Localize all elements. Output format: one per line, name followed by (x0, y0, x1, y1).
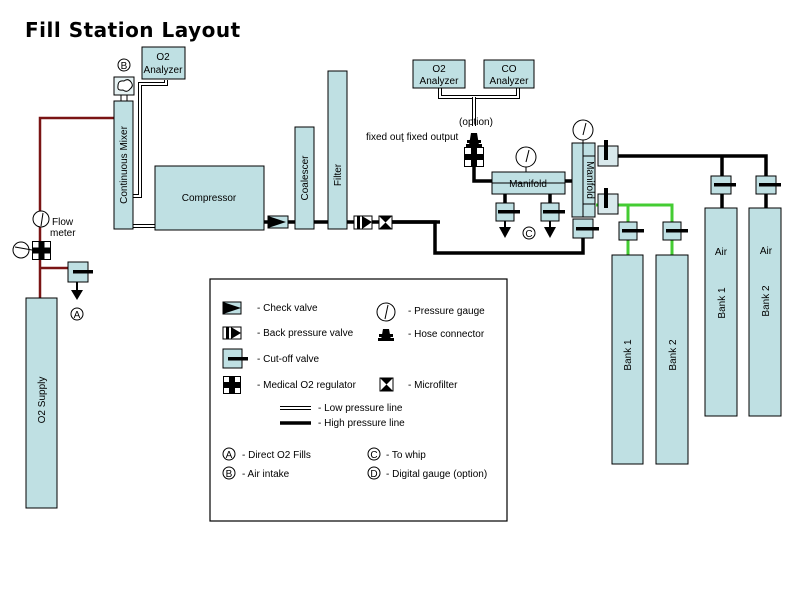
svg-text:- Pressure gauge: - Pressure gauge (408, 306, 485, 317)
diagram-title: Fill Station Layout (25, 18, 241, 42)
o2-analyzer-right: O2 Analyzer (412, 59, 466, 89)
nitrox-bank-1-valve (618, 221, 644, 241)
air-bank-2-valve (755, 175, 781, 195)
svg-text:D: D (370, 469, 377, 480)
svg-text:meter: meter (50, 228, 76, 239)
low-pressure-lines (133, 80, 520, 228)
microfilter (378, 215, 393, 230)
svg-text:CO: CO (502, 64, 517, 75)
manifold-inlet-valve (572, 218, 599, 239)
svg-text:Air: Air (760, 246, 773, 257)
fixed-output-label: fixed ouţ fixed output (366, 132, 459, 143)
svg-text:O2: O2 (432, 64, 446, 75)
compressor: Compressor (154, 165, 265, 231)
svg-text:O2 Supply: O2 Supply (37, 377, 48, 424)
manifold-horizontal: Manifold (491, 146, 566, 195)
svg-text:Air: Air (715, 247, 728, 258)
svg-text:- Microfilter: - Microfilter (408, 380, 458, 391)
svg-text:Filter: Filter (333, 163, 344, 186)
legend-marker-a: A - Direct O2 Fills (222, 447, 311, 461)
air-outlet-valve (597, 140, 619, 167)
svg-text:Manifold: Manifold (584, 161, 595, 199)
continuous-mixer: Continuous Mixer (113, 100, 134, 230)
nitrox-bank-1: Bank 1 (611, 254, 644, 465)
svg-text:A: A (226, 450, 233, 461)
whip-valve-2 (540, 202, 565, 238)
legend-check-valve: - Check valve (222, 301, 318, 315)
coalescer: Coalescer (294, 126, 315, 230)
o2-regulator-top (464, 147, 484, 167)
svg-text:- Back pressure valve: - Back pressure valve (257, 328, 354, 339)
legend-low-pressure-line: - Low pressure line (280, 403, 403, 414)
legend-marker-c: C - To whip (367, 447, 426, 461)
check-valve (267, 215, 289, 229)
air-bank-1: Air Bank 1 (704, 207, 738, 417)
svg-text:Bank 1: Bank 1 (623, 339, 634, 371)
legend-pressure-gauge: - Pressure gauge (376, 302, 485, 322)
svg-text:Analyzer: Analyzer (144, 65, 184, 76)
svg-text:- Direct O2 Fills: - Direct O2 Fills (242, 450, 311, 461)
svg-text:O2: O2 (156, 52, 170, 63)
svg-text:- Digital gauge (option): - Digital gauge (option) (386, 469, 487, 480)
option-label: (option) (459, 117, 493, 128)
marker-c: C (522, 226, 536, 240)
o2-analyzer-left: O2 Analyzer (141, 46, 186, 80)
svg-text:Bank 2: Bank 2 (668, 339, 679, 371)
legend-medical-o2-regulator: - Medical O2 regulator (223, 376, 357, 394)
nitrox-bank-2: Bank 2 (655, 254, 689, 465)
marker-b: B (121, 61, 128, 72)
legend-high-pressure-line: - High pressure line (280, 418, 405, 429)
o2-regulator-left (32, 241, 51, 260)
manifold-vertical: Manifold (571, 119, 596, 218)
svg-text:Coalescer: Coalescer (300, 155, 311, 201)
svg-text:- Low pressure line: - Low pressure line (318, 403, 403, 414)
svg-text:- Check valve: - Check valve (257, 303, 318, 314)
svg-text:Flow: Flow (52, 217, 74, 228)
svg-text:- Cut-off valve: - Cut-off valve (257, 354, 319, 365)
legend-marker-d: D - Digital gauge (option) (367, 466, 487, 480)
legend-hose-connector: - Hose connector (378, 329, 485, 341)
svg-text:- To whip: - To whip (386, 450, 426, 461)
high-pressure-lines (264, 154, 768, 255)
svg-text:Manifold: Manifold (509, 179, 547, 190)
o2-supply-gauge (12, 241, 33, 259)
svg-text:- Air intake: - Air intake (242, 469, 290, 480)
svg-text:C: C (525, 229, 532, 240)
whip-valve-1 (495, 202, 520, 238)
air-bank-1-valve (710, 175, 736, 195)
svg-text:Bank 1: Bank 1 (717, 287, 728, 319)
air-bank-2: Air Bank 2 (748, 207, 782, 417)
air-intake: B (113, 58, 135, 102)
svg-text:B: B (226, 469, 233, 480)
svg-text:Bank 2: Bank 2 (761, 285, 772, 317)
svg-text:- High pressure line: - High pressure line (318, 418, 405, 429)
co-analyzer: CO Analyzer (483, 59, 535, 89)
svg-text:Continuous Mixer: Continuous Mixer (119, 125, 130, 203)
svg-text:Compressor: Compressor (182, 193, 237, 204)
filter: Filter (327, 70, 348, 230)
hose-connector (466, 133, 482, 147)
legend-microfilter: - Microfilter (379, 377, 458, 392)
nitrox-bank-2-valve (662, 221, 688, 241)
marker-a: A (74, 310, 81, 321)
svg-text:Analyzer: Analyzer (420, 76, 460, 87)
direct-o2-valve: A (67, 261, 93, 321)
o2-supply-tank: O2 Supply (25, 297, 58, 509)
svg-text:C: C (370, 450, 377, 461)
nitrox-outlet-valve (597, 188, 619, 215)
svg-text:- Medical O2 regulator: - Medical O2 regulator (257, 380, 357, 391)
back-pressure-valve (353, 215, 373, 230)
flow-meter: Flow meter (32, 210, 76, 239)
legend: - Check valve - Back pressure valve - Cu… (209, 278, 508, 522)
legend-cutoff-valve: - Cut-off valve (222, 348, 319, 369)
legend-marker-b: B - Air intake (222, 466, 290, 480)
svg-text:- Hose connector: - Hose connector (408, 329, 485, 340)
svg-text:Analyzer: Analyzer (490, 76, 530, 87)
legend-back-pressure-valve: - Back pressure valve (222, 326, 354, 340)
